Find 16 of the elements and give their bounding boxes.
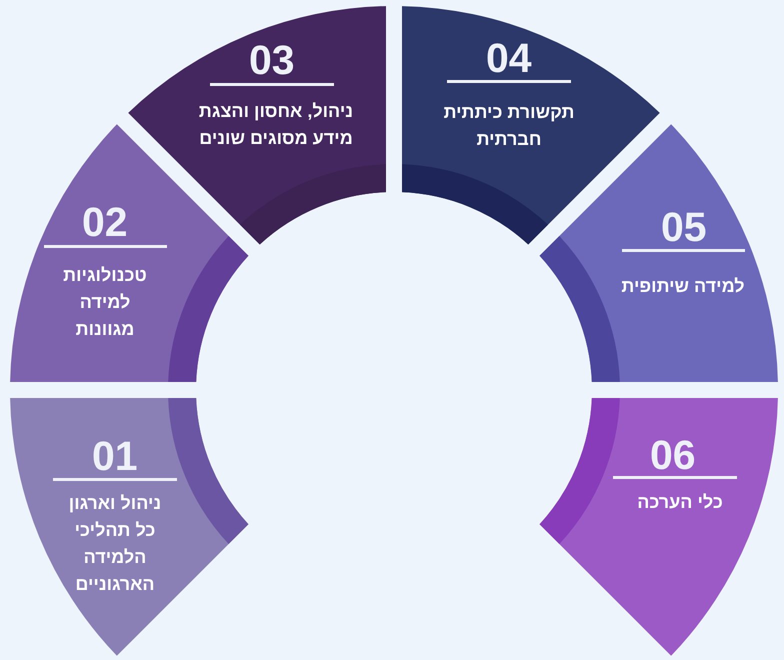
ring-segment [539, 398, 778, 656]
step-description: למידה שיתופית [620, 275, 746, 298]
step-description: טכנולוגיות למידה מגוונות [62, 264, 148, 341]
step-description: כלי הערכה [636, 491, 724, 514]
step-number: 01 [92, 436, 138, 476]
ring-segment [128, 6, 386, 245]
step-number: 03 [249, 40, 295, 80]
step-description: תקשורת כיתתית חברתית [442, 101, 576, 151]
step-number: 04 [486, 38, 532, 78]
step-description: ניהול, אחסון והצגת מידע מסוגים שונים [198, 100, 354, 150]
ring-segment [539, 124, 778, 382]
step-description: ניהול וארגון כל תהליכי הלמידה הארגוניים [68, 492, 162, 596]
step-number: 05 [661, 206, 707, 248]
ring-segment [10, 397, 249, 656]
step-number: 02 [82, 202, 128, 242]
step-number: 06 [650, 434, 696, 476]
